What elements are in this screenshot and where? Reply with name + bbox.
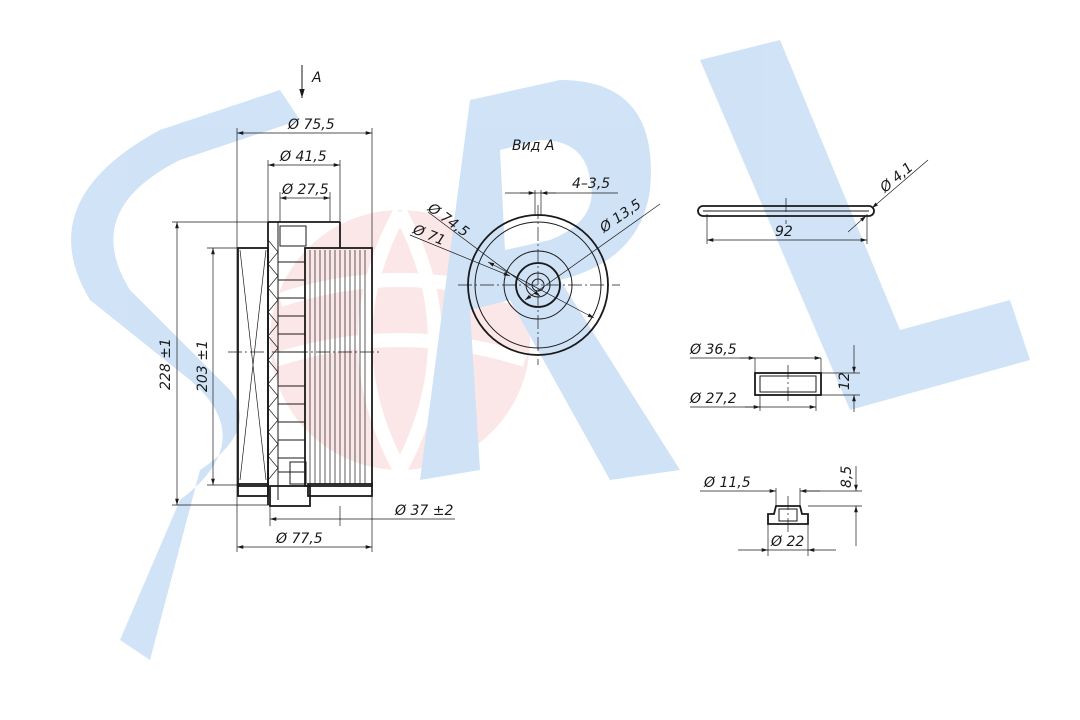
dim-oring-length: 92 <box>775 224 793 240</box>
srl-watermark-logo <box>71 40 1030 660</box>
view-a-title: Вид А <box>512 138 554 154</box>
dim-outer-top: Ø 75,5 <box>287 117 335 133</box>
dim-bush-height: 12 <box>837 372 853 390</box>
view-arrow-label: A <box>311 70 322 86</box>
filter-side-section-view: A Ø 75,5 Ø 41,5 Ø 27,5 228 ±1 203 ±1 <box>158 65 455 552</box>
dim-bottom-hole: Ø 37 ±2 <box>394 503 453 519</box>
dim-cap-d1: Ø 11,5 <box>703 475 751 491</box>
inner-core-ribs <box>277 261 306 473</box>
cap-view: Ø 11,5 Ø 22 8,5 <box>700 466 862 556</box>
dim-height-total: 228 ±1 <box>158 338 174 390</box>
pleated-media <box>304 247 373 487</box>
bushing-view: Ø 36,5 Ø 27,2 12 <box>689 342 860 412</box>
dim-view-slot: 4–3,5 <box>572 176 610 192</box>
seal-crosshatch <box>239 249 267 481</box>
dim-bush-inner: Ø 27,2 <box>689 391 737 407</box>
pleat-lines <box>309 250 366 484</box>
watermark-letters <box>71 40 1030 660</box>
dim-hole-top: Ø 27,5 <box>281 182 329 198</box>
dim-cap-height: 8,5 <box>839 466 855 488</box>
dim-bush-outer: Ø 36,5 <box>689 342 737 358</box>
dim-height-element: 203 ±1 <box>195 340 211 392</box>
dim-inner-top: Ø 41,5 <box>279 149 327 165</box>
dim-cap-d2: Ø 22 <box>770 534 804 550</box>
dim-oring-section: Ø 4,1 <box>877 160 917 197</box>
dim-bottom-outer: Ø 77,5 <box>275 531 323 547</box>
